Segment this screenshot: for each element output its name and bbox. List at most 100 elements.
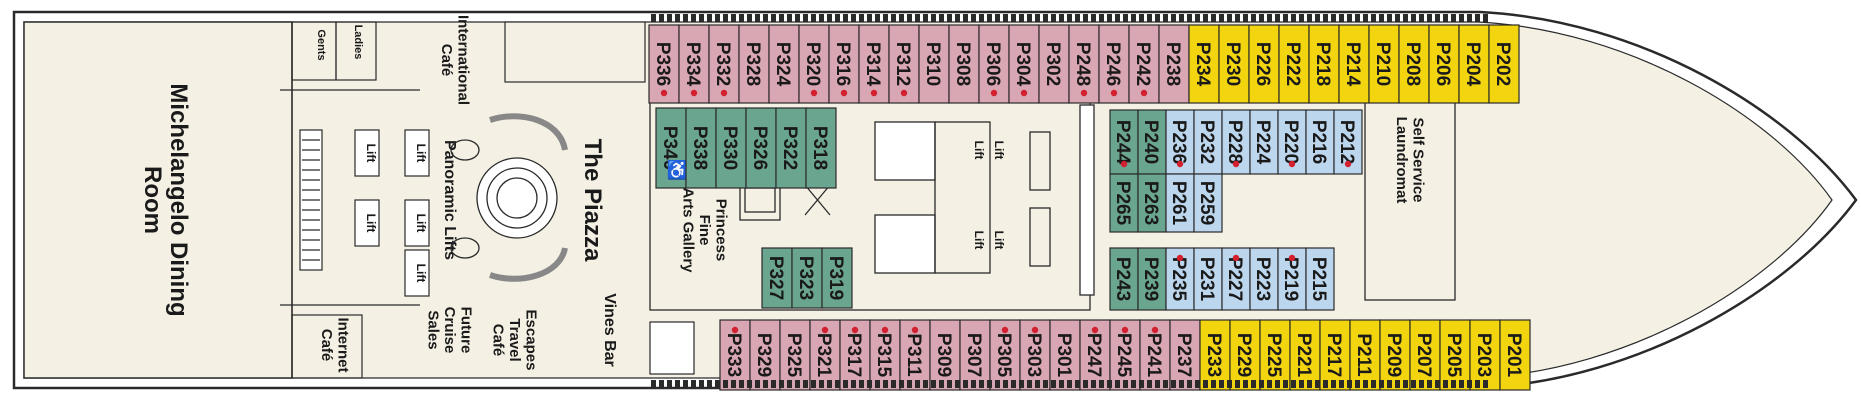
- cabin-p221[interactable]: P221: [1289, 319, 1321, 391]
- cabin-p308[interactable]: P308: [948, 24, 980, 104]
- cabin-p312[interactable]: P312: [888, 24, 920, 104]
- cabin-p202[interactable]: P202: [1488, 24, 1520, 104]
- cabin-p259[interactable]: P259: [1193, 173, 1223, 233]
- central-block: [649, 94, 1456, 311]
- cabin-number: P307: [963, 333, 984, 377]
- cabin-p320[interactable]: P320: [798, 24, 830, 104]
- cabin-p247[interactable]: P247: [1079, 319, 1111, 391]
- cabin-p334[interactable]: P334: [678, 24, 710, 104]
- cabin-p231[interactable]: P231: [1193, 247, 1223, 311]
- cabin-number: P240: [1140, 120, 1161, 164]
- cabin-p304[interactable]: P304: [1008, 24, 1040, 104]
- cabin-p241[interactable]: P241: [1139, 319, 1171, 391]
- cabin-p328[interactable]: P328: [738, 24, 770, 104]
- cabin-p212[interactable]: P212: [1333, 109, 1363, 175]
- cabin-p242[interactable]: P242: [1128, 24, 1160, 104]
- cabin-p261[interactable]: P261: [1165, 173, 1195, 233]
- cabin-p218[interactable]: P218: [1308, 24, 1340, 104]
- cabin-p332[interactable]: P332: [708, 24, 740, 104]
- cabin-p324[interactable]: P324: [768, 24, 800, 104]
- cabin-number: P201: [1503, 333, 1524, 378]
- cabin-p310[interactable]: P310: [918, 24, 950, 104]
- cabin-p316[interactable]: P316: [828, 24, 860, 104]
- cabin-p321[interactable]: P321: [809, 319, 841, 391]
- cabin-p210[interactable]: P210: [1368, 24, 1400, 104]
- cabin-p225[interactable]: P225: [1259, 319, 1291, 391]
- cabin-p240[interactable]: P240: [1137, 109, 1167, 175]
- cabin-p263[interactable]: P263: [1137, 173, 1167, 233]
- cabin-p306[interactable]: P306: [978, 24, 1010, 104]
- cabin-p224[interactable]: P224: [1249, 109, 1279, 175]
- cabin-p301[interactable]: P301: [1049, 319, 1081, 391]
- cabin-p315[interactable]: P315: [869, 319, 901, 391]
- cabin-p216[interactable]: P216: [1305, 109, 1335, 175]
- cabin-p238[interactable]: P238: [1158, 24, 1190, 104]
- cabin-p215[interactable]: P215: [1305, 247, 1335, 311]
- cabin-p227[interactable]: P227: [1221, 247, 1251, 311]
- cabin-p234[interactable]: P234: [1188, 24, 1220, 104]
- cabin-number: P219: [1280, 257, 1301, 301]
- vines-bar-label: Vines Bar: [601, 293, 618, 367]
- cabin-p243[interactable]: P243: [1109, 247, 1139, 311]
- cabin-p244[interactable]: P244: [1109, 109, 1139, 175]
- cabin-p303[interactable]: P303: [1019, 319, 1051, 391]
- cabin-p237[interactable]: P237: [1169, 319, 1201, 391]
- cabin-number: P317: [843, 333, 864, 377]
- cabin-p318[interactable]: P318: [805, 107, 837, 189]
- cabin-p325[interactable]: P325: [779, 319, 811, 391]
- cabin-p317[interactable]: P317: [839, 319, 871, 391]
- cabin-p248[interactable]: P248: [1068, 24, 1100, 104]
- cabin-p219[interactable]: P219: [1277, 247, 1307, 311]
- cabin-number: P321: [813, 333, 834, 378]
- cabin-p230[interactable]: P230: [1218, 24, 1250, 104]
- cabin-p314[interactable]: P314: [858, 24, 890, 104]
- cabin-p305[interactable]: P305: [989, 319, 1021, 391]
- cabin-p220[interactable]: P220: [1277, 109, 1307, 175]
- cabin-p265[interactable]: P265: [1109, 173, 1139, 233]
- cabin-p319[interactable]: P319: [821, 247, 853, 309]
- cabin-p239[interactable]: P239: [1137, 247, 1167, 311]
- cabin-p232[interactable]: P232: [1193, 109, 1223, 175]
- cabin-p302[interactable]: P302: [1038, 24, 1070, 104]
- cabin-p309[interactable]: P309: [929, 319, 961, 391]
- cabin-p323[interactable]: P323: [791, 247, 823, 309]
- cabin-p311[interactable]: P311: [899, 319, 931, 391]
- cabin-p201[interactable]: P201: [1499, 319, 1531, 391]
- cabin-p333[interactable]: P333: [719, 319, 751, 391]
- cabin-p205[interactable]: P205: [1439, 319, 1471, 391]
- cabin-p204[interactable]: P204: [1458, 24, 1490, 104]
- cabin-p236[interactable]: P236: [1165, 109, 1195, 175]
- cabin-p222[interactable]: P222: [1278, 24, 1310, 104]
- cabin-p327[interactable]: P327: [761, 247, 793, 309]
- cabin-p214[interactable]: P214: [1338, 24, 1370, 104]
- cabin-p217[interactable]: P217: [1319, 319, 1351, 391]
- cabin-p330[interactable]: P330: [715, 107, 747, 189]
- cabin-p228[interactable]: P228: [1221, 109, 1251, 175]
- cabin-p223[interactable]: P223: [1249, 247, 1279, 311]
- cabin-p235[interactable]: P235: [1165, 247, 1195, 311]
- cabin-number: P215: [1308, 257, 1329, 302]
- cabin-p338[interactable]: P338: [685, 107, 717, 189]
- cabin-p211[interactable]: P211: [1349, 319, 1381, 391]
- center-lift-label: Lift: [992, 141, 1006, 160]
- cabin-p207[interactable]: P207: [1409, 319, 1441, 391]
- cabin-p203[interactable]: P203: [1469, 319, 1501, 391]
- cabin-p233[interactable]: P233: [1199, 319, 1231, 391]
- cabin-p246[interactable]: P246: [1098, 24, 1130, 104]
- cabin-p307[interactable]: P307: [959, 319, 991, 391]
- cabin-p206[interactable]: P206: [1428, 24, 1460, 104]
- cabin-p322[interactable]: P322: [775, 107, 807, 189]
- cabin-p326[interactable]: P326: [745, 107, 777, 189]
- cabin-p329[interactable]: P329: [749, 319, 781, 391]
- cabin-p245[interactable]: P245: [1109, 319, 1141, 391]
- cabin-number: P320: [802, 42, 823, 86]
- cabin-p336[interactable]: P336: [648, 24, 680, 104]
- cabin-p209[interactable]: P209: [1379, 319, 1411, 391]
- cabin-number: P235: [1168, 257, 1189, 302]
- cabin-p229[interactable]: P229: [1229, 319, 1261, 391]
- cabin-p226[interactable]: P226: [1248, 24, 1280, 104]
- cabin-p208[interactable]: P208: [1398, 24, 1430, 104]
- cabin-number: P315: [873, 333, 894, 378]
- cabin-p340[interactable]: P340♿: [655, 107, 689, 189]
